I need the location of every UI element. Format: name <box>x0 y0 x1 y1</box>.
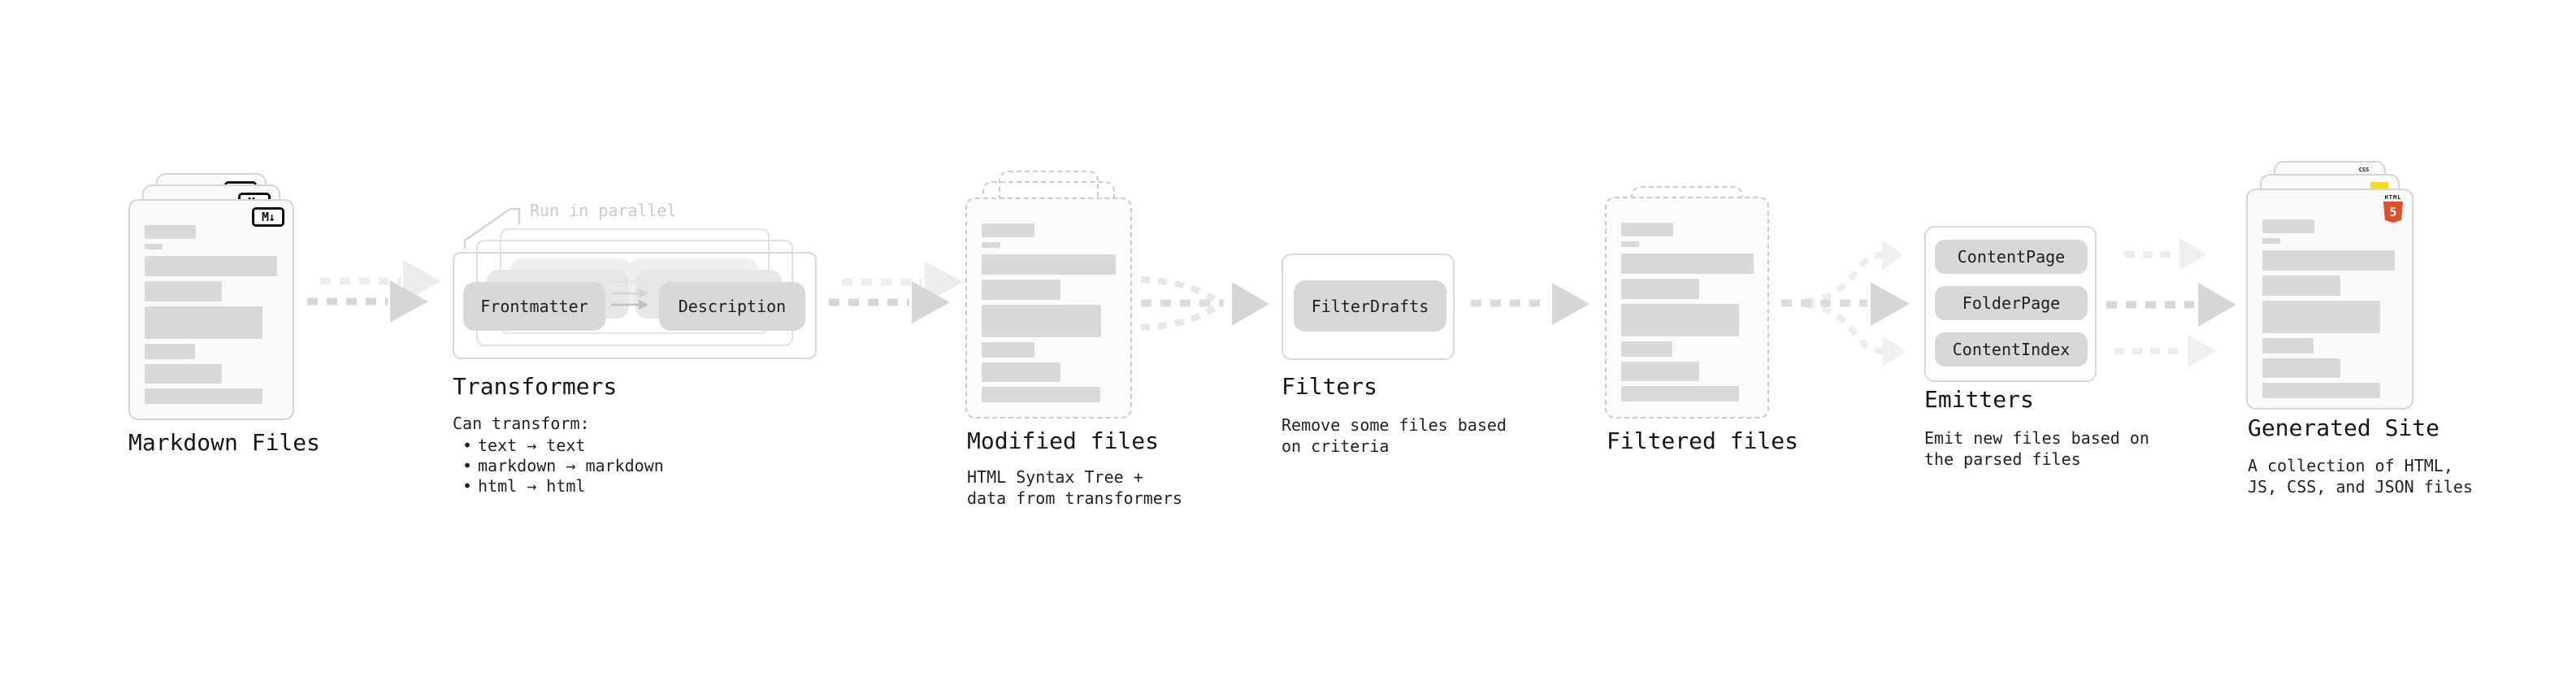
emitters-box: ContentPage FolderPage ContentIndex <box>1924 226 2097 382</box>
modified-files-stack <box>965 171 1132 419</box>
transformers-label: Transformers <box>453 373 618 400</box>
emitters-label: Emitters <box>1924 386 2034 413</box>
arrow-transformers-to-modified <box>829 261 963 323</box>
bullet-text: text → text <box>478 436 586 455</box>
markdown-files-stack: M↓ M↓ M↓ <box>128 173 294 420</box>
generated-site-stack: CSS HTML 5 <box>2246 161 2413 410</box>
emitters-description: Emit new files based on the parsed files <box>1924 428 2149 469</box>
list-item: • text → text <box>457 436 664 456</box>
markdown-files-label: Markdown Files <box>128 429 321 456</box>
bullet-icon: • <box>462 436 473 455</box>
arrow-modified-to-filters <box>1140 276 1269 331</box>
list-item: • markdown → markdown <box>457 456 664 476</box>
run-in-parallel-annotation: Run in parallel <box>530 201 677 220</box>
emitter-pill-folderpage: FolderPage <box>1935 286 2088 320</box>
bullet-icon: • <box>462 456 473 475</box>
arrow-emitters-to-generated <box>2106 238 2236 367</box>
transformers-group: Frontmatter Description <box>453 228 817 359</box>
filtered-file-card-front <box>1605 197 1769 419</box>
markdown-icon: M↓ <box>252 207 284 227</box>
modified-file-card-front <box>965 197 1132 419</box>
arrow-markdown-to-transformers <box>307 260 441 323</box>
filtered-files-label: Filtered files <box>1607 427 1799 454</box>
html5-icon: HTML 5 <box>2383 194 2404 223</box>
emitter-pill-contentpage: ContentPage <box>1935 240 2088 274</box>
generated-site-description: A collection of HTML, JS, CSS, and JSON … <box>2248 456 2473 497</box>
bullet-text: markdown → markdown <box>478 456 664 475</box>
transformers-bullet-list: •text → text •markdown → markdown •html … <box>457 436 664 497</box>
list-item: •html → html <box>457 476 664 497</box>
bullet-icon: • <box>462 476 473 496</box>
emitter-pill-contentindex: ContentIndex <box>1935 332 2088 367</box>
filters-description: Remove some files based on criteria <box>1281 415 1507 456</box>
markdown-file-card-front: M↓ <box>128 199 294 420</box>
modified-files-label: Modified files <box>967 427 1160 454</box>
bullet-text: html → html <box>478 476 586 496</box>
modified-files-description: HTML Syntax Tree + data from transformer… <box>967 467 1182 508</box>
transformer-layer-front: Frontmatter Description <box>453 252 817 359</box>
arrow-filtered-to-emitters <box>1781 240 1910 367</box>
transformer-pill-description: Description <box>659 282 805 331</box>
arrow-filters-to-filtered <box>1471 283 1589 325</box>
filter-pill-filterdrafts: FilterDrafts <box>1294 280 1446 332</box>
filtered-files-stack <box>1605 186 1769 419</box>
generated-file-card-html: HTML 5 <box>2246 189 2413 410</box>
filters-label: Filters <box>1281 373 1378 400</box>
filters-box: FilterDrafts <box>1281 254 1455 360</box>
transformers-note-title: Can transform: <box>453 414 590 433</box>
transformer-pill-frontmatter: Frontmatter <box>463 282 605 331</box>
generated-site-label: Generated Site <box>2248 414 2440 441</box>
